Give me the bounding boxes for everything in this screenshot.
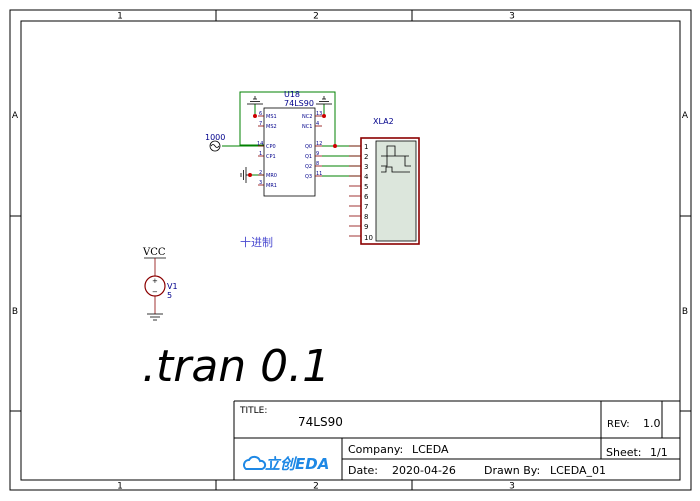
chip-ref: U18 — [284, 90, 300, 99]
pin-name: MR1 — [266, 183, 277, 189]
analyzer-pin: 4 — [364, 173, 369, 181]
col-label-1: 1 — [117, 12, 123, 22]
power-source[interactable]: VCC + − V1 5 — [142, 247, 178, 321]
sine-icon — [210, 144, 220, 148]
source-ref: V1 — [167, 282, 178, 291]
pin-name: MS1 — [266, 114, 277, 120]
analyzer-pin: 3 — [364, 163, 368, 171]
analyzer-ref: XLA2 — [373, 117, 394, 126]
pin-name: NC2 — [302, 114, 312, 120]
title-value: 74LS90 — [298, 415, 343, 429]
pin-num: 1 — [259, 151, 262, 157]
pin-name: Q1 — [305, 154, 312, 160]
pin-num: 2 — [259, 170, 262, 176]
pin-num: 14 — [257, 141, 263, 147]
chip-part: 74LS90 — [284, 99, 314, 108]
annotation-text: 十进制 — [240, 235, 273, 249]
row-label-b-right: B — [682, 307, 688, 317]
waveform-icon — [381, 145, 411, 173]
analyzer-pin: 8 — [364, 213, 368, 221]
frame-labels: 1 2 3 1 2 3 A B A B — [12, 12, 689, 492]
pin-name: Q3 — [305, 174, 312, 180]
analyzer-pin: 10 — [364, 234, 373, 242]
lceda-logo: 立创EDA — [243, 455, 329, 473]
ground-icon — [247, 96, 332, 105]
pin-name: NC1 — [302, 124, 312, 130]
analyzer-pin: 6 — [364, 193, 369, 201]
pin-name: Q2 — [305, 164, 312, 170]
logo-text: 立创EDA — [265, 455, 329, 473]
clock-source[interactable]: 1000 — [205, 133, 225, 152]
sheet-frame — [9, 9, 692, 491]
junctions — [248, 114, 337, 177]
rev-label: REV: — [607, 419, 630, 430]
analyzer-pin: 9 — [364, 223, 368, 231]
sim-command: .tran 0.1 — [142, 341, 330, 392]
minus-icon: − — [152, 288, 158, 296]
rev-value: 1.0 — [643, 417, 661, 430]
pin-name: CP1 — [266, 154, 276, 160]
col-label-3: 3 — [509, 12, 515, 22]
row-label-b: B — [12, 307, 18, 317]
analyzer-pin: 5 — [364, 183, 368, 191]
source-value: 5 — [167, 291, 172, 300]
pin-num: 9 — [316, 151, 319, 157]
plus-icon: + — [152, 277, 158, 285]
sheet-label: Sheet: — [606, 446, 642, 459]
analyzer-pin: 1 — [364, 143, 368, 151]
title-block: TITLE: 74LS90 REV: 1.0 Company: LCEDA Sh… — [233, 400, 680, 480]
col-label-1-bottom: 1 — [117, 482, 123, 492]
pin-num: 11 — [316, 171, 322, 177]
drawn-label: Drawn By: — [484, 464, 540, 477]
pin-name: CP0 — [266, 144, 276, 150]
pin-num: 12 — [316, 141, 322, 147]
analyzer-pin: 2 — [364, 153, 368, 161]
vcc-label: VCC — [142, 247, 166, 258]
pin-num: 3 — [259, 180, 262, 186]
pin-name: Q0 — [305, 144, 312, 150]
pin-name: MR0 — [266, 173, 277, 179]
pin-num: 6 — [259, 111, 262, 117]
date-value: 2020-04-26 — [392, 464, 456, 477]
pin-num: 7 — [259, 121, 262, 127]
logic-analyzer[interactable]: XLA2 1 2 3 4 5 6 7 8 9 10 — [349, 117, 420, 245]
date-label: Date: — [348, 464, 378, 477]
ground-icon — [147, 313, 163, 321]
analyzer-pin: 7 — [364, 203, 368, 211]
col-label-2: 2 — [313, 12, 319, 22]
company-value: LCEDA — [412, 443, 449, 456]
pin-name: MS2 — [266, 124, 277, 130]
pin-num: 13 — [316, 111, 322, 117]
clock-value: 1000 — [205, 133, 225, 142]
drawn-value: LCEDA_01 — [550, 464, 606, 477]
row-label-a: A — [12, 111, 19, 121]
title-label: TITLE: — [239, 406, 267, 416]
pin-num: 8 — [316, 161, 319, 167]
col-label-3-bottom: 3 — [509, 482, 515, 492]
pin-num: 4 — [316, 121, 319, 127]
sheet-value: 1/1 — [650, 446, 668, 459]
col-label-2-bottom: 2 — [313, 482, 319, 492]
row-label-a-right: A — [682, 111, 689, 121]
company-label: Company: — [348, 443, 403, 456]
chip-74ls90[interactable]: U18 74LS90 6 MS1 7 MS2 14 CP0 1 CP1 2 — [257, 90, 322, 197]
